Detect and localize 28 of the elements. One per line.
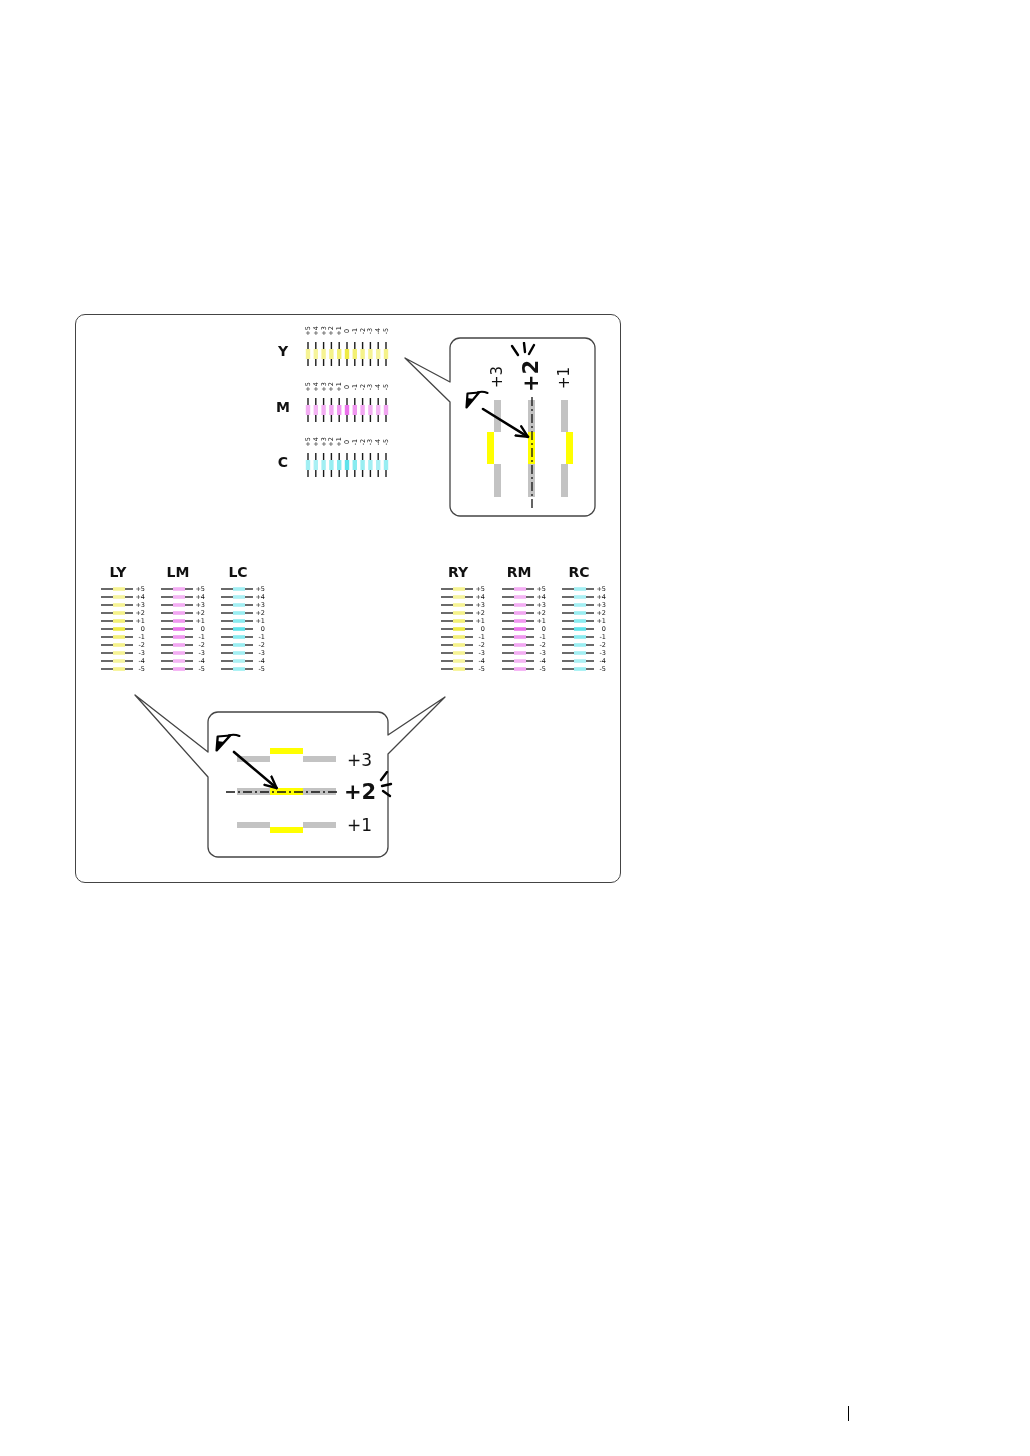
channel-label: RY	[447, 565, 469, 579]
channel-label: RM	[506, 565, 532, 579]
channel-label: Y	[277, 344, 289, 358]
channel-label: M	[276, 399, 290, 414]
channel-label: LY	[109, 565, 127, 579]
pattern-bar	[237, 788, 336, 795]
scale-label: +3	[347, 751, 373, 769]
channel-label: LC	[228, 565, 248, 579]
pattern-bar	[528, 400, 535, 497]
scale-label: +3	[489, 365, 505, 389]
pattern-bar	[561, 400, 573, 497]
scale-label: +1	[347, 816, 373, 834]
pattern-bar	[237, 822, 336, 833]
callout-bubble	[404, 337, 597, 518]
arrow	[232, 750, 278, 790]
scale-label: +1	[556, 366, 572, 390]
channel-label: RC	[568, 565, 590, 579]
selected-value-label: +2	[344, 781, 377, 803]
arrow	[481, 407, 530, 439]
pattern-bar	[237, 748, 336, 762]
figure-frame	[75, 314, 621, 883]
eye-icon	[215, 733, 241, 752]
selected-value-label: +2	[520, 359, 542, 393]
pattern-bar	[487, 400, 501, 497]
eye-icon	[465, 390, 489, 409]
channel-label: C	[277, 455, 289, 469]
callout-bubble	[134, 694, 446, 859]
channel-label: LM	[166, 565, 190, 579]
